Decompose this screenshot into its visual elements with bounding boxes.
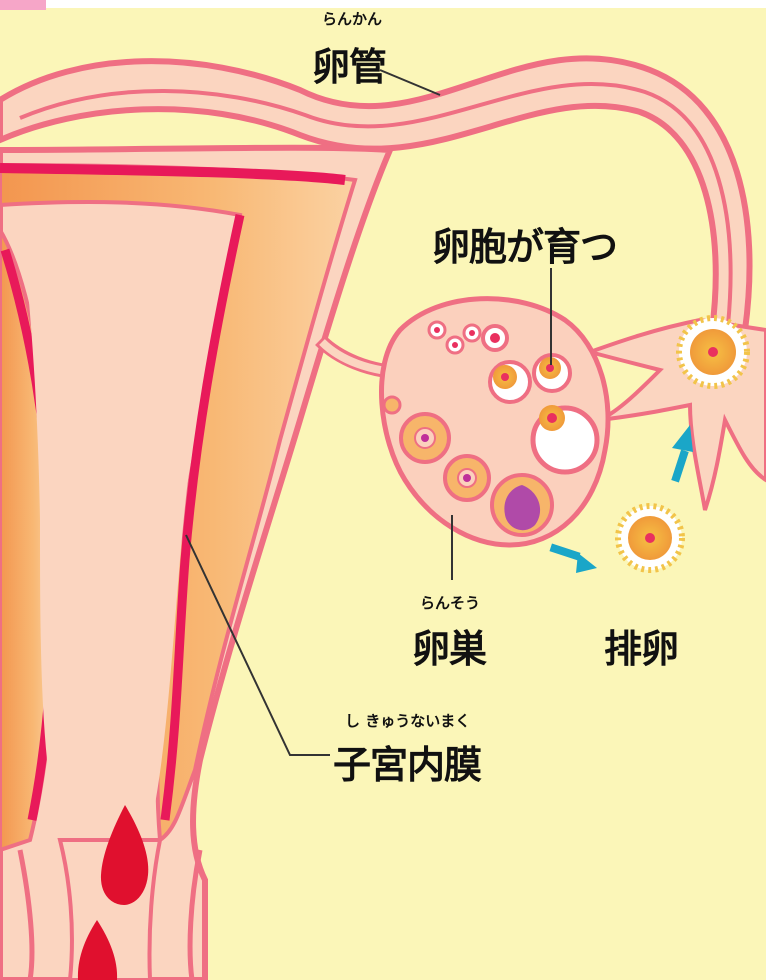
oviduct-leader [380,70,440,95]
follicle-growth-label: 卵胞が育つ [432,216,617,271]
ovary-label: 卵巣 [412,618,486,673]
ovulation-label: 排卵 [604,618,678,673]
ovary-ruby: らんそう [420,592,480,613]
endometrium-label: 子宮内膜 [333,734,481,789]
upward-arrow [671,425,693,482]
oviduct-label: 卵管 [312,36,386,91]
release-arrow [549,544,597,573]
oviduct-ruby: らんかん [322,8,382,29]
endometrium-ruby: し きゅうないまく [345,710,470,731]
